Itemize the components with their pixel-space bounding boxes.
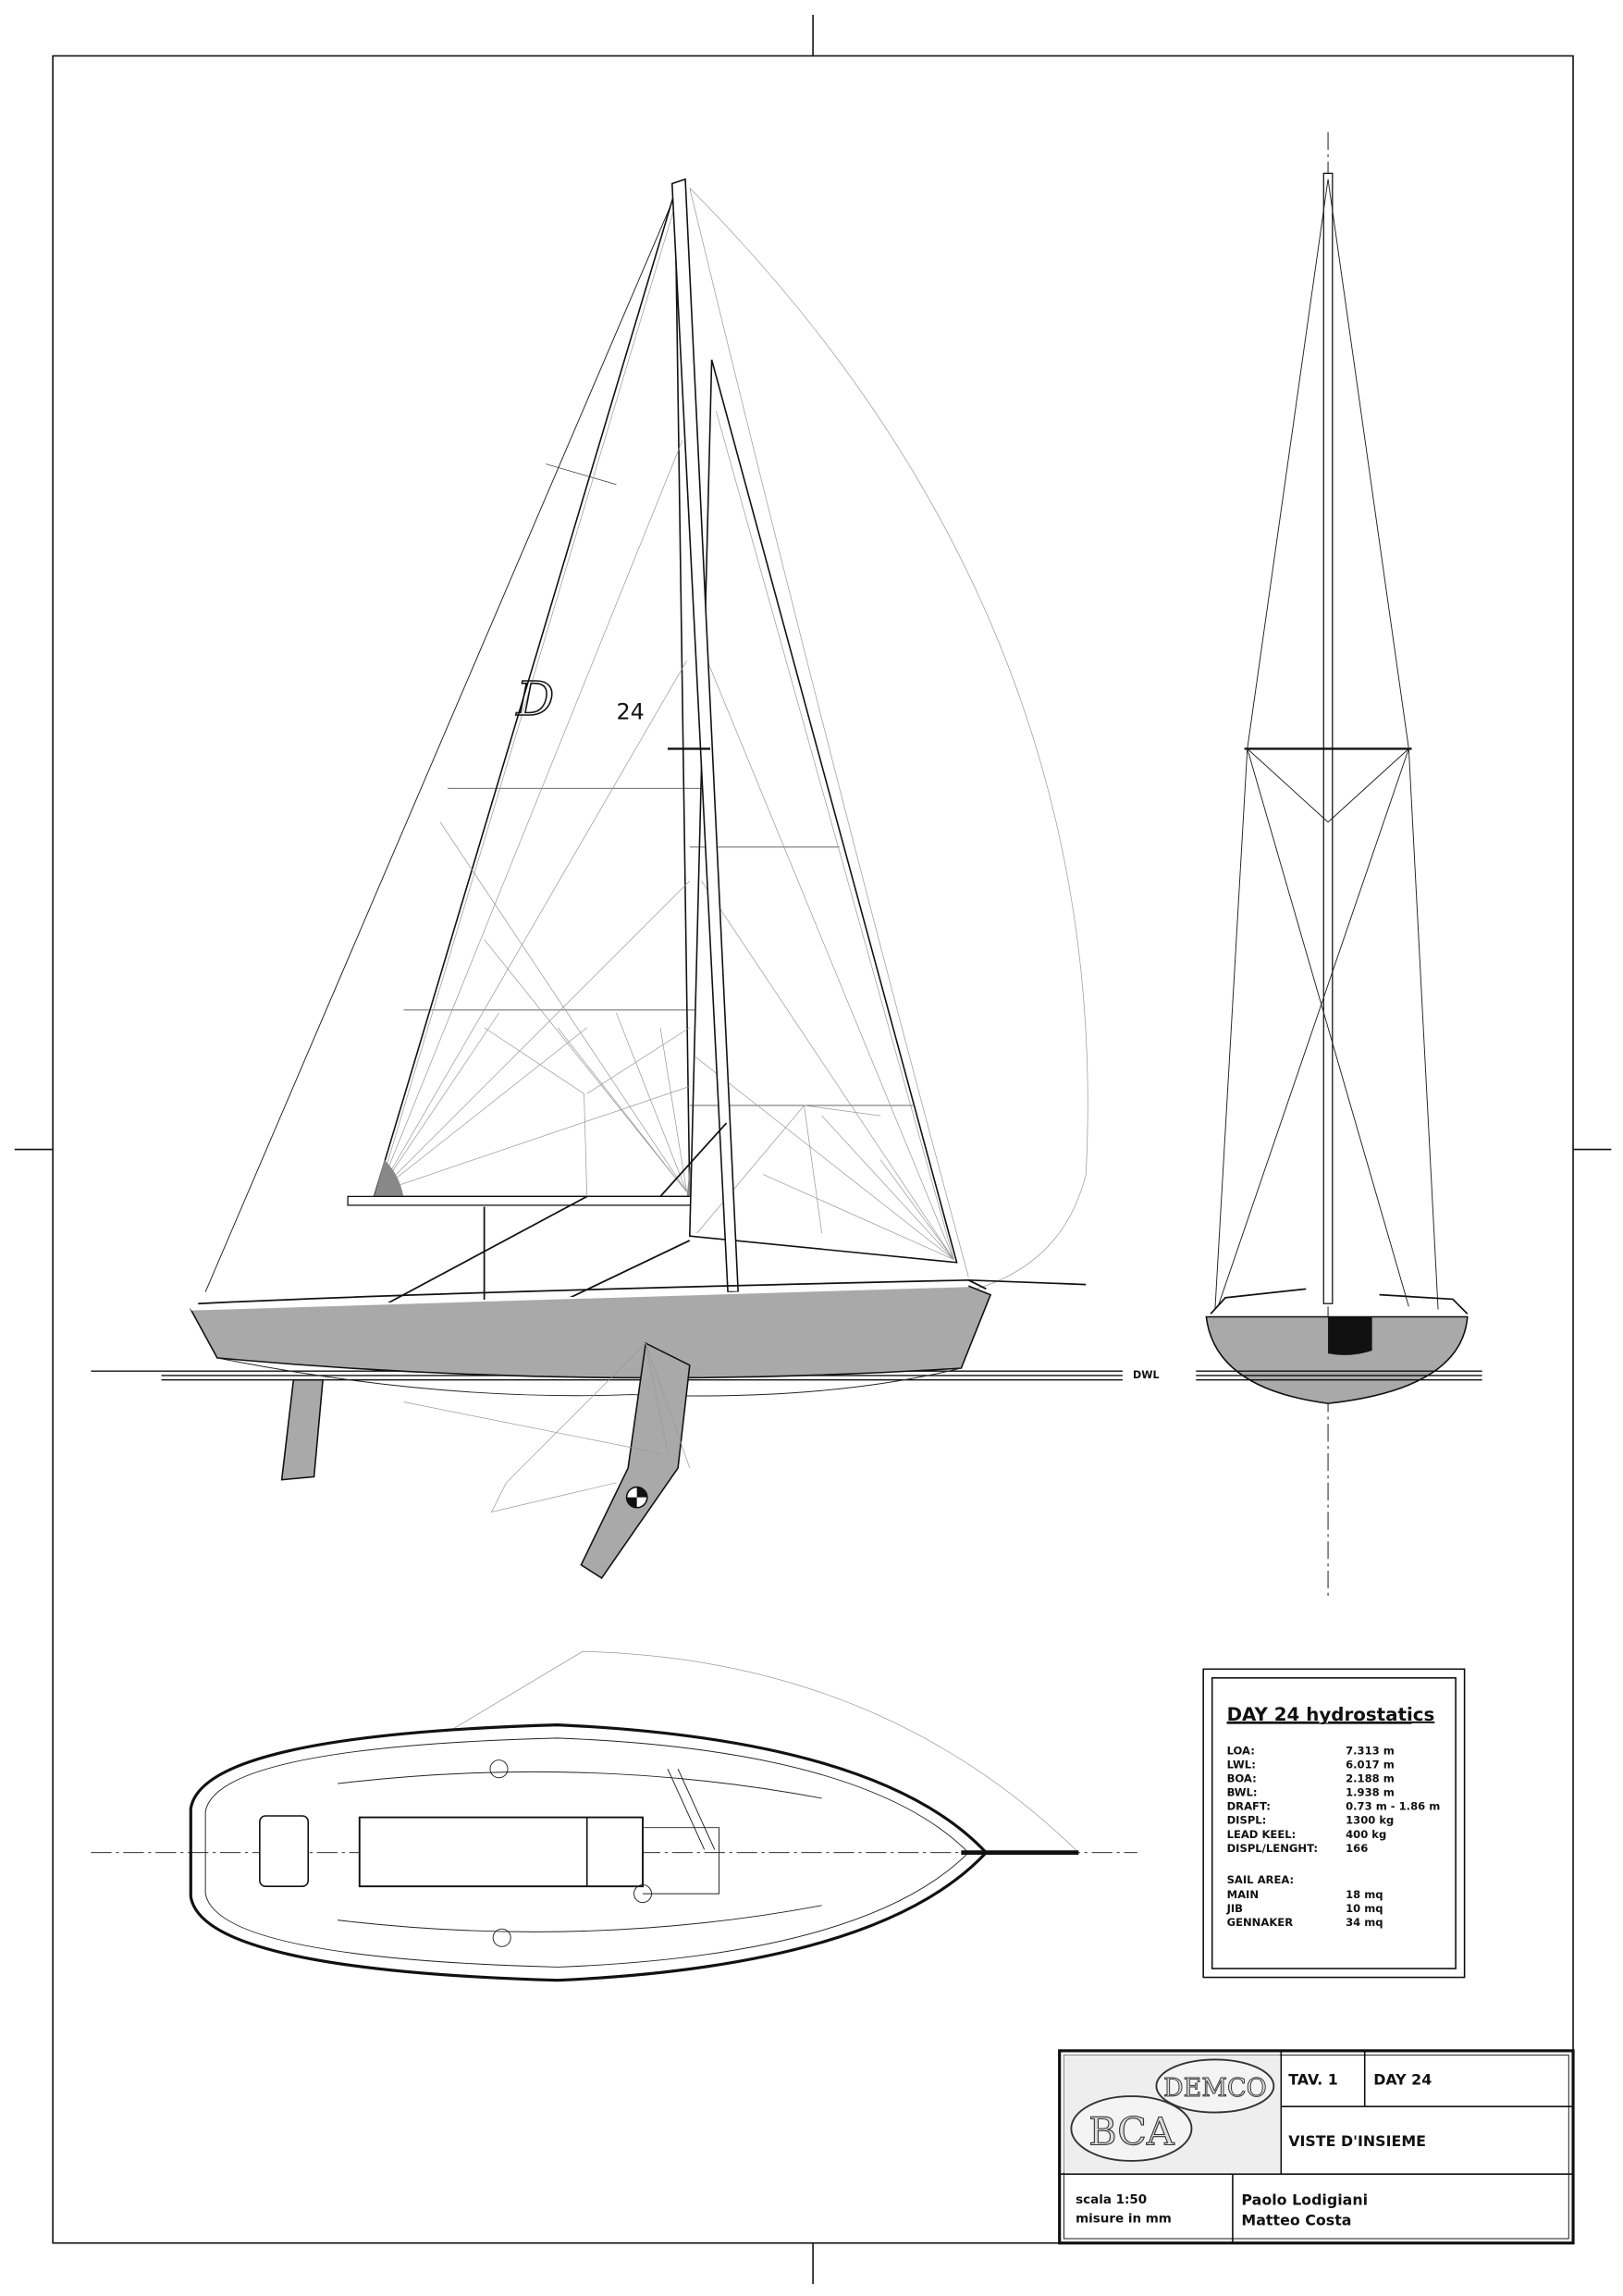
sail-value: 10 mq (1346, 1902, 1383, 1915)
front-hull (1205, 1315, 1469, 1404)
units-text: misure in mm (1076, 2212, 1172, 2227)
front-view (1196, 131, 1482, 1598)
drawing-description: VISTE D'INSIEME (1288, 2132, 1426, 2150)
author-1: Paolo Lodigiani (1241, 2191, 1368, 2208)
front-mast (1322, 172, 1334, 1304)
sail-value: 18 mq (1346, 1888, 1383, 1901)
row-value: 1300 kg (1346, 1814, 1394, 1827)
sail-label: MAIN (1227, 1888, 1259, 1901)
mast (670, 178, 739, 1293)
logo-demco: DEMCO (1163, 2074, 1267, 2103)
title-block: DEMCO BCA TAV. 1 DAY 24 VISTE D'INSIEME … (1058, 2049, 1575, 2245)
side-view: DWL D 24 (91, 178, 1160, 1580)
row-value: 166 (1346, 1842, 1368, 1855)
row-label: LEAD KEEL: (1227, 1828, 1297, 1841)
sail-label: GENNAKER (1227, 1916, 1294, 1929)
gennaker (689, 187, 1088, 1290)
rudder (280, 1378, 324, 1481)
sheet-number: TAV. 1 (1288, 2070, 1338, 2088)
scale-text: scala 1:50 (1076, 2192, 1147, 2207)
company-logo: DEMCO BCA (1064, 2055, 1280, 2173)
sail-value: 34 mq (1346, 1916, 1383, 1929)
row-value: 1.938 m (1346, 1786, 1395, 1799)
centering-marks (14, 14, 1612, 2285)
row-label: DISPL/LENGHT: (1227, 1842, 1318, 1855)
cockpit (358, 1816, 644, 1888)
row-value: 0.73 m - 1.86 m (1346, 1800, 1440, 1813)
row-value: 6.017 m (1346, 1758, 1395, 1771)
boom (347, 1195, 694, 1206)
row-label: LWL: (1227, 1758, 1256, 1771)
row-label: LOA: (1227, 1744, 1255, 1757)
sail-label: JIB (1226, 1902, 1244, 1915)
row-label: BOA: (1227, 1771, 1257, 1784)
author-2: Matteo Costa (1241, 2212, 1351, 2229)
svg-text:24: 24 (616, 699, 644, 725)
sail-area-heading: SAIL AREA: (1227, 1873, 1295, 1886)
row-label: DISPL: (1227, 1814, 1267, 1827)
hydrostatics-title: DAY 24 hydrostatics (1227, 1704, 1435, 1725)
hatch (259, 1815, 310, 1887)
dwl-label: DWL (1133, 1369, 1160, 1381)
project-name: DAY 24 (1373, 2070, 1432, 2088)
row-value: 7.313 m (1346, 1744, 1395, 1757)
plan-view (91, 1650, 1137, 1982)
row-label: DRAFT: (1227, 1800, 1271, 1813)
sail-logo: D (516, 672, 555, 726)
lifting-keel (580, 1341, 691, 1580)
hydrostatics-table: DAY 24 hydrostatics LOA: 7.313 m LWL: 6.01… (1202, 1668, 1466, 1979)
row-value: 2.188 m (1346, 1771, 1395, 1784)
row-value: 400 kg (1346, 1828, 1386, 1841)
logo-bca: BCA (1088, 2109, 1175, 2154)
side-hull (189, 1285, 992, 1379)
row-label: BWL: (1227, 1786, 1258, 1799)
jib (688, 359, 958, 1264)
mainsail-seams (378, 205, 712, 1197)
forestay (204, 184, 681, 1292)
